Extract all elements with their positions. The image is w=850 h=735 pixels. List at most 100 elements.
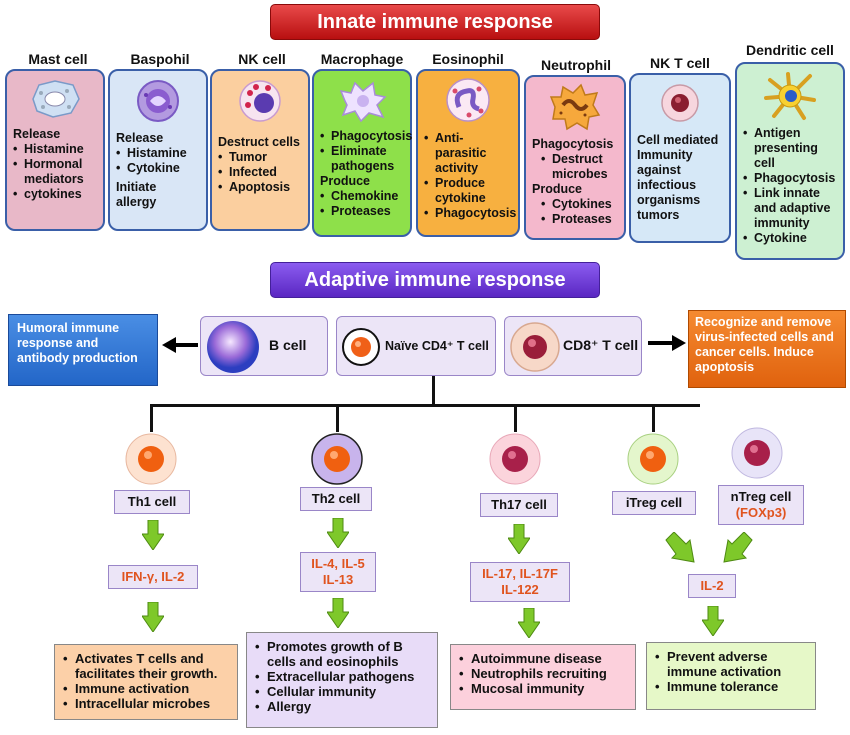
- th2-cell-icon: [311, 433, 363, 485]
- nk-line-3: Infected: [218, 165, 302, 180]
- tree-drop-th17: [514, 404, 517, 432]
- treg-effect-2: Immune tolerance: [655, 679, 807, 694]
- innate-banner: Innate immune response: [270, 4, 600, 40]
- mast-line-2: Histamine: [13, 142, 97, 157]
- macrophage-icon: [337, 79, 387, 123]
- macrophage-line-4: Chemokine: [320, 189, 404, 204]
- neutrophil-line-2: Destruct microbes: [532, 152, 618, 182]
- th2-cytokines: IL-4, IL-5 IL-13: [311, 556, 365, 587]
- naive-cd4-box: Naïve CD4⁺ T cell: [336, 316, 496, 376]
- neutrophil-card: Phagocytosis Destruct microbes Produce C…: [524, 75, 626, 240]
- basophil-line-2: Histamine: [116, 146, 200, 161]
- itreg-name: iTreg cell: [625, 495, 683, 510]
- th17-effect-3: Mucosal immunity: [459, 681, 627, 696]
- mast-cell-icon: [27, 79, 83, 119]
- arrow-to-humoral: [162, 337, 198, 353]
- treg-effect-1: Prevent adverse immune activation: [655, 649, 807, 679]
- cd8-label: CD8⁺ T cell: [563, 337, 639, 353]
- arrow-to-cd8-effect: [648, 335, 686, 351]
- th1-arrow-1: [142, 520, 164, 550]
- itreg-cell-icon: [627, 433, 679, 485]
- nk-cell-title: NK cell: [238, 51, 286, 67]
- nkt-cell-icon: [660, 83, 700, 123]
- th17-arrow-2: [518, 608, 540, 638]
- basophil-title: Baspohil: [130, 51, 190, 67]
- th17-cytokine-box: IL-17, IL-17F IL-122: [470, 562, 570, 602]
- tree-drop-itreg: [652, 404, 655, 432]
- macrophage-line-1: Phagocytosis: [320, 129, 412, 144]
- humoral-box: Humoral immune response and antibody pro…: [8, 314, 158, 386]
- macrophage-title: Macrophage: [320, 51, 404, 67]
- nk-line-1: Destruct cells: [218, 135, 300, 149]
- eosinophil-card: Anti-parasitic activity Produce cytokine…: [416, 69, 520, 237]
- th17-name: Th17 cell: [491, 497, 547, 512]
- nk-line-4: Apoptosis: [218, 180, 302, 195]
- th1-effect-2: Immune activation: [63, 681, 229, 696]
- cd8-effect-box: Recognize and remove virus-infected cell…: [688, 310, 846, 388]
- ntreg-cell-icon: [731, 427, 783, 479]
- basophil-card: Release Histamine Cytokine Initiate alle…: [108, 69, 208, 231]
- mast-line-3: Hormonal mediators: [13, 157, 97, 187]
- nk-line-2: Tumor: [218, 150, 302, 165]
- eosinophil-icon: [445, 77, 491, 123]
- dendritic-line-1: Antigen presenting cell: [743, 126, 837, 171]
- treg-cytokines: IL-2: [700, 578, 724, 593]
- naive-cd4-icon: [342, 328, 380, 366]
- th2-effect-3: Cellular immunity: [255, 684, 429, 699]
- th17-effect-1: Autoimmune disease: [459, 651, 627, 666]
- dendritic-cell-icon: [762, 70, 818, 122]
- th17-effect-2: Neutrophils recruiting: [459, 666, 627, 681]
- mast-line-4: cytokines: [13, 187, 97, 202]
- treg-cytokine-box: IL-2: [688, 574, 736, 598]
- nk-cell-card: Destruct cells Tumor Infected Apoptosis: [210, 69, 310, 231]
- ntreg-arrow-diag: [723, 532, 753, 563]
- mast-line-1: Release: [13, 127, 61, 141]
- tree-stem: [432, 376, 435, 406]
- ntreg-name: nTreg cell: [730, 489, 792, 504]
- adaptive-title: Adaptive immune response: [304, 269, 566, 291]
- macrophage-line-5: Proteases: [320, 204, 404, 219]
- innate-title: Innate immune response: [317, 11, 553, 33]
- dendritic-line-3: Link innate and adaptive immunity: [743, 186, 837, 231]
- th2-arrow-2: [327, 598, 349, 628]
- th2-effects-box: Promotes growth of B cells and eosinophi…: [246, 632, 438, 728]
- basophil-icon: [136, 79, 180, 123]
- th1-arrow-2: [142, 602, 164, 632]
- b-cell-box: B cell: [200, 316, 328, 376]
- neutrophil-line-5: Proteases: [532, 212, 618, 227]
- th17-label-box: Th17 cell: [480, 493, 558, 517]
- dendritic-cell-card: Antigen presenting cell Phagocytosis Lin…: [735, 62, 845, 260]
- th17-cytokines: IL-17, IL-17F IL-122: [482, 566, 558, 597]
- basophil-line-3: Cytokine: [116, 161, 200, 176]
- th17-cell-icon: [489, 433, 541, 485]
- mast-cell-card: Release Histamine Hormonal mediators cyt…: [5, 69, 105, 231]
- dendritic-cell-title: Dendritic cell: [746, 42, 834, 58]
- eosinophil-title: Eosinophil: [432, 51, 504, 67]
- itreg-label-box: iTreg cell: [612, 491, 696, 515]
- ntreg-marker: (FOXp3): [735, 505, 787, 520]
- basophil-line-4: Initiate allergy: [116, 180, 157, 209]
- neutrophil-icon: [549, 83, 601, 131]
- th17-arrow-1: [508, 524, 530, 554]
- tree-drop-th2: [336, 404, 339, 432]
- naive-cd4-label: Naïve CD4⁺ T cell: [385, 339, 489, 353]
- adaptive-banner: Adaptive immune response: [270, 262, 600, 298]
- th1-cell-icon: [125, 433, 177, 485]
- th2-cytokine-box: IL-4, IL-5 IL-13: [300, 552, 376, 592]
- itreg-arrow-diag: [665, 532, 695, 563]
- macrophage-line-2: Eliminate pathogens: [320, 144, 404, 174]
- th1-effect-1: Activates T cells and facilitates their …: [63, 651, 229, 681]
- th2-arrow-1: [327, 518, 349, 548]
- macrophage-card: Phagocytosis Eliminate pathogens Produce…: [312, 69, 412, 237]
- dendritic-line-4: Cytokine: [743, 231, 837, 246]
- th2-label-box: Th2 cell: [300, 487, 372, 511]
- basophil-line-1: Release: [116, 131, 164, 145]
- th1-label-box: Th1 cell: [114, 490, 190, 514]
- th1-effect-3: Intracellular microbes: [63, 696, 229, 711]
- tree-crossbar: [150, 404, 700, 407]
- tree-drop-th1: [150, 404, 153, 432]
- dendritic-line-2: Phagocytosis: [743, 171, 837, 186]
- ntreg-label-box: nTreg cell (FOXp3): [718, 485, 804, 525]
- cd8-box: CD8⁺ T cell: [504, 316, 642, 376]
- nkt-line-1: Cell mediated Immunity against infectiou…: [637, 133, 719, 222]
